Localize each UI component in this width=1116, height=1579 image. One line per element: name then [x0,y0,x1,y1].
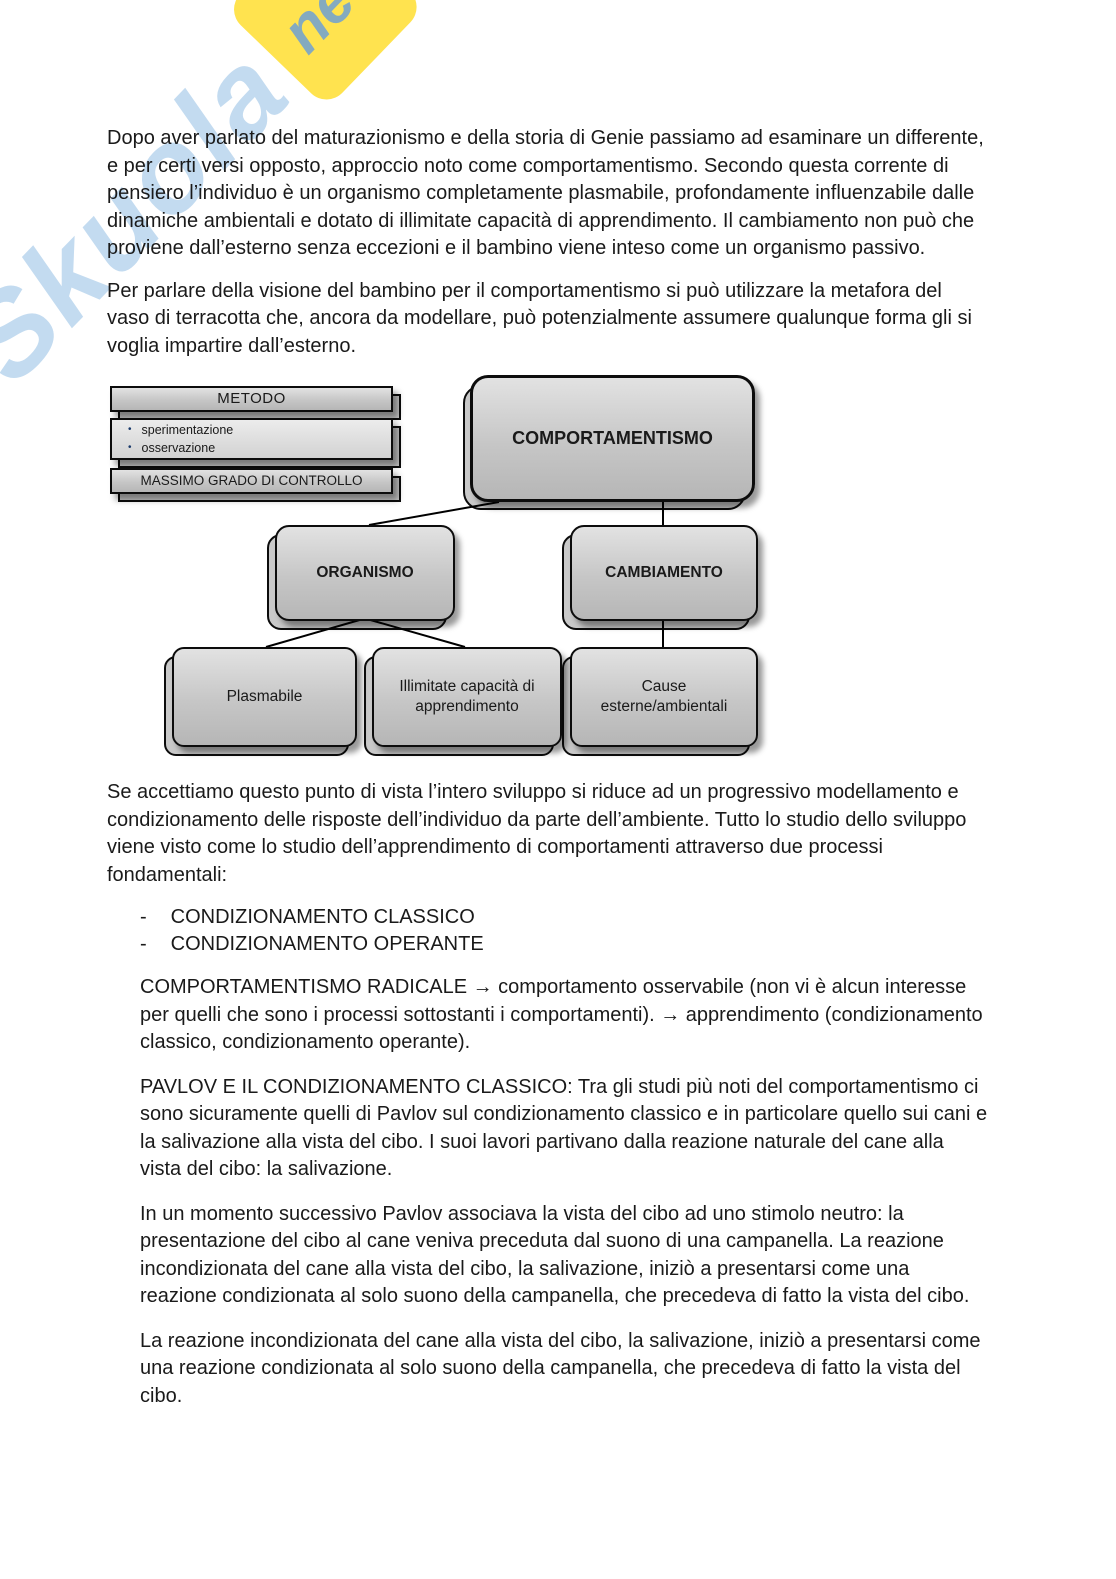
paragraph-1: Dopo aver parlato del maturazionismo e d… [107,127,984,259]
diagram-box-illimitate: Illimitate capacità di apprendimento [364,647,562,756]
list-item: - CONDIZIONAMENTO OPERANTE [140,931,988,958]
behaviorism-diagram: METODO • sperimentazione • osservazione … [107,375,988,763]
metodo-item: • osservazione [128,440,215,456]
connector-line [366,618,466,648]
connector-line [368,501,500,526]
connector-lines [265,501,664,648]
diagram-box-massimo-controllo: MASSIMO GRADO DI CONTROLLO [110,468,401,502]
paragraph-7: La reazione incondizionata del cane alla… [140,1329,981,1407]
diagram-box-metodo-items: • sperimentazione • osservazione [110,418,401,468]
list-item-label: CONDIZIONAMENTO OPERANTE [170,933,484,955]
bullet-icon: • [128,424,132,435]
paragraph-2: Per parlare della visione del bambino pe… [107,279,972,357]
paragraph-6: In un momento successivo Pavlov associav… [140,1202,970,1308]
metodo-item-label: osservazione [141,441,216,455]
document-content: Dopo aver parlato del maturazionismo e d… [107,127,988,1410]
diagram-box-cambiamento: CAMBIAMENTO [562,525,758,630]
diagram-box-comportamentismo: COMPORTAMENTISMO [463,375,755,510]
conditioning-list: - CONDIZIONAMENTO CLASSICO - CONDIZIONAM… [140,904,988,958]
list-item: - CONDIZIONAMENTO CLASSICO [140,904,988,931]
paragraph-3: Se accettiamo questo punto di vista l’in… [107,781,967,886]
diagram-box-plasmabile: Plasmabile [164,647,357,756]
diagram-box-metodo: METODO [110,386,401,420]
list-dash: - [140,906,147,928]
paragraph-5: PAVLOV E IL CONDIZIONAMENTO CLASSICO: Tr… [140,1075,988,1181]
metodo-item-label: sperimentazione [141,423,234,437]
metodo-item: • sperimentazione [128,422,233,438]
diagram-box-organismo: ORGANISMO [267,525,455,630]
paragraph-4: COMPORTAMENTISMO RADICALE → comportament… [140,976,983,1053]
diagram-box-cause: Cause esterne/ambientali [562,647,758,756]
bullet-icon: • [128,442,132,453]
list-dash: - [140,933,147,955]
connector-line [265,618,364,648]
indented-section: COMPORTAMENTISMO RADICALE → comportament… [140,974,988,1410]
list-item-label: CONDIZIONAMENTO CLASSICO [170,906,475,928]
